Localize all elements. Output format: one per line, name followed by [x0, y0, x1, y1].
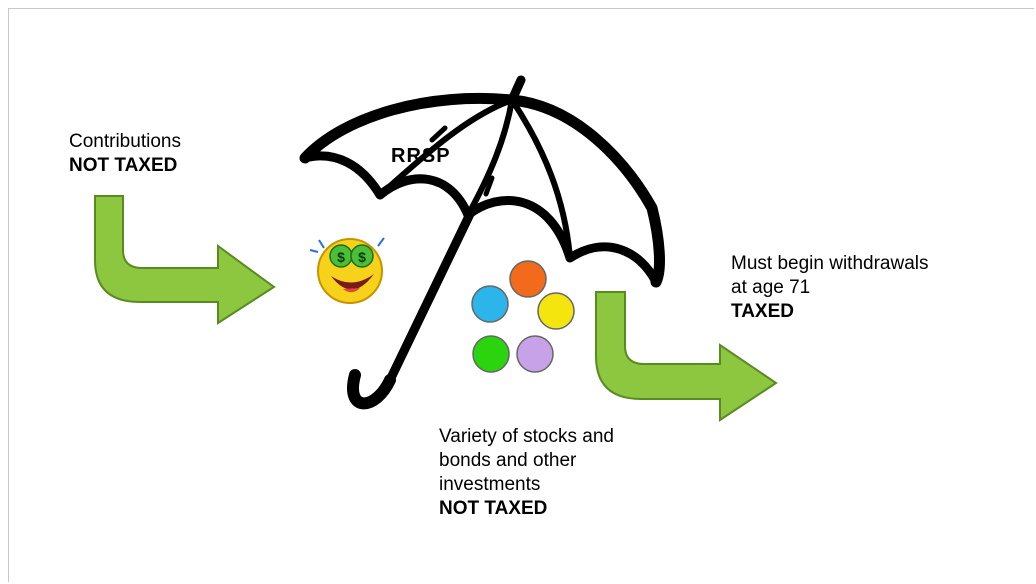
investments-line2: bonds and other: [439, 450, 577, 471]
contributions-line2: NOT TAXED: [69, 155, 178, 176]
investment-ball-orange: [509, 260, 547, 298]
investment-ball-cyan: [471, 285, 509, 323]
investments-line3: investments: [439, 474, 541, 495]
slide-frame: [8, 8, 1034, 582]
investment-ball-yellow: [537, 292, 575, 330]
investments-text: Variety of stocks and bonds and other in…: [439, 425, 614, 521]
withdrawals-line3: TAXED: [731, 301, 794, 322]
contribution-arrow: [94, 195, 276, 325]
contributions-line1: Contributions: [69, 131, 181, 152]
umbrella-label: RRSP: [391, 145, 451, 167]
money-smiley-icon: $ $: [309, 237, 385, 304]
svg-text:$: $: [358, 249, 366, 265]
withdrawals-line2: at age 71: [731, 277, 811, 298]
svg-text:$: $: [337, 249, 345, 265]
withdrawal-arrow: [595, 291, 778, 422]
investments-line1: Variety of stocks and: [439, 426, 614, 447]
investment-balls: [471, 260, 575, 373]
investments-line4: NOT TAXED: [439, 498, 548, 519]
investment-ball-lilac: [516, 335, 554, 373]
contributions-text: Contributions NOT TAXED: [69, 130, 181, 178]
withdrawals-line1: Must begin withdrawals: [731, 253, 929, 274]
withdrawals-text: Must begin withdrawals at age 71 TAXED: [731, 252, 928, 324]
umbrella-icon: [299, 75, 665, 410]
investment-ball-green: [472, 335, 510, 373]
